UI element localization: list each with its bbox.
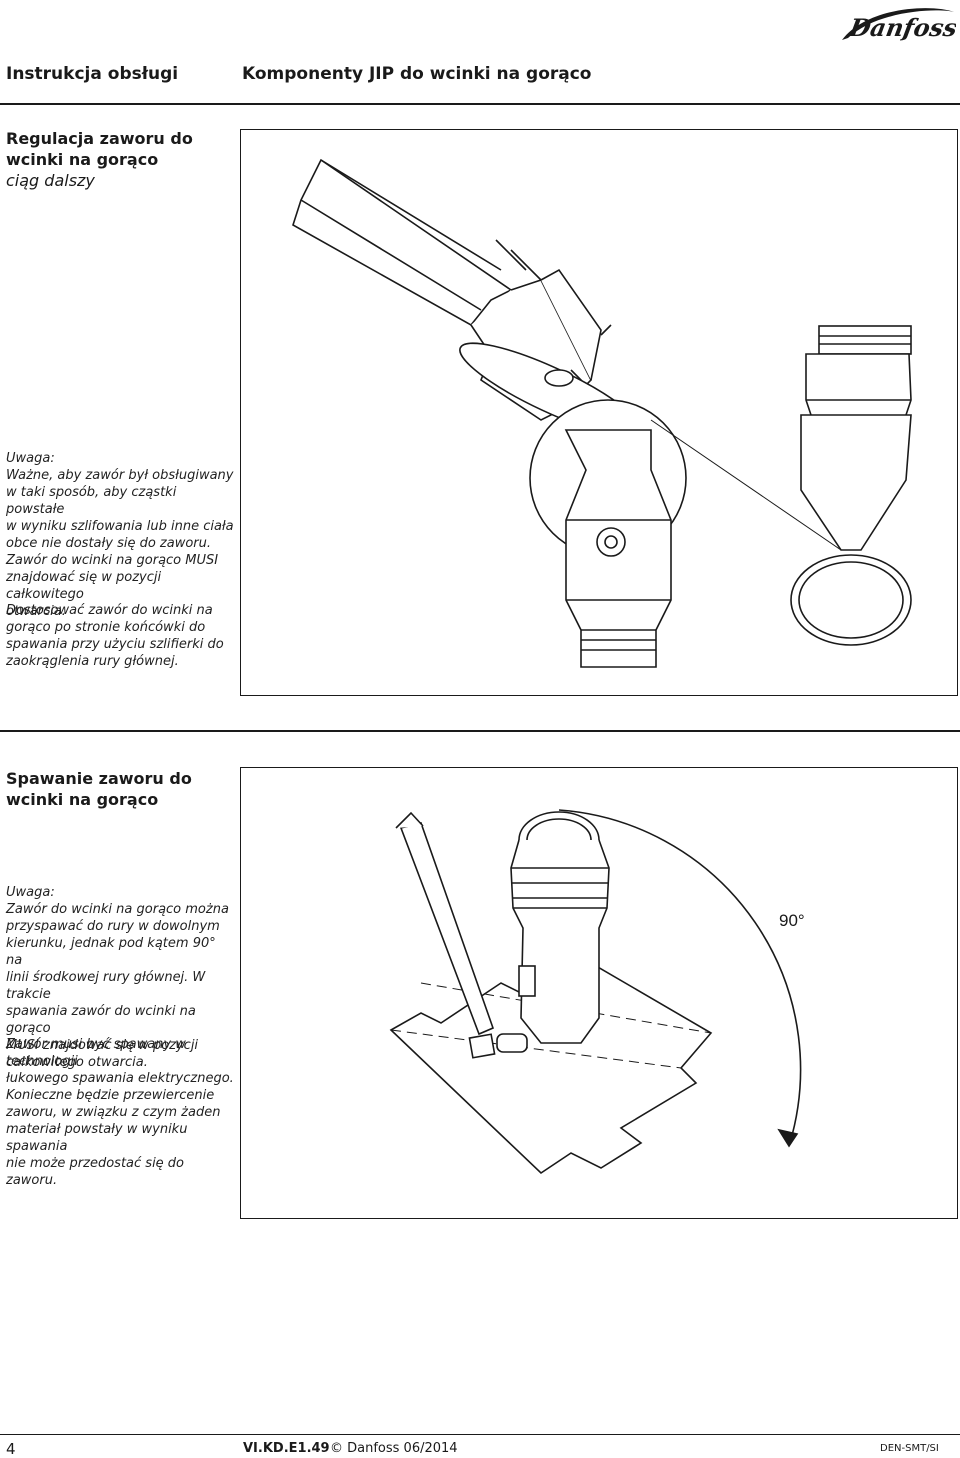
document-title: Komponenty JIP do wcinki na gorąco	[242, 64, 592, 84]
note-line: obce nie dostały się do zaworu.	[6, 536, 212, 551]
welding-figure: 90°	[240, 767, 958, 1219]
svg-text:Danfoss: Danfoss	[846, 13, 956, 42]
note-line: przyspawać do rury w dowolnym	[6, 919, 220, 934]
note-line: całkowitego otwarcia.	[6, 1055, 148, 1070]
section1-title-line: wcinki na gorąco	[6, 150, 159, 169]
instruction-line: zaworu, w związku z czym żaden	[6, 1105, 221, 1120]
note-line: Uwaga:	[6, 885, 55, 900]
section1-subtitle: ciąg dalszy	[6, 171, 95, 190]
copyright: © Danfoss 06/2014	[330, 1441, 458, 1456]
section1-note: Uwaga: Ważne, aby zawór był obsługiwany …	[6, 450, 234, 620]
section2-instruction: Zawór musi być spawany w technologii łuk…	[6, 1036, 234, 1189]
note-line: w wyniku szlifowania lub inne ciała	[6, 519, 234, 534]
note-line: linii środkowej rury głównej. W trakcie	[6, 970, 206, 1002]
note-line: kierunku, jednak pod kątem 90° na	[6, 936, 216, 968]
header-rule	[0, 103, 960, 105]
section2-note: Uwaga: Zawór do wcinki na gorąco można p…	[6, 884, 234, 1071]
section1-instruction: Dostosować zawór do wcinki na gorąco po …	[6, 602, 234, 670]
welding-illustration: 90°	[389, 809, 805, 1175]
section-rule	[0, 730, 960, 732]
section2-title-line: wcinki na gorąco	[6, 790, 159, 809]
manual-title: Instrukcja obsługi	[6, 64, 179, 84]
grinder-valve-illustration	[292, 158, 912, 668]
instruction-line: Zawór musi być spawany w technologii	[6, 1037, 186, 1069]
note-line: Zawór do wcinki na gorąco można	[6, 902, 229, 917]
instruction-line: zaokrąglenia rury głównej.	[6, 654, 179, 669]
note-line: znajdować się w pozycji całkowitego	[6, 570, 162, 602]
instruction-line: Konieczne będzie przewiercenie	[6, 1088, 215, 1103]
note-line: otwarcia.	[6, 604, 66, 619]
grinding-figure	[240, 129, 958, 696]
note-line: w taki sposób, aby cząstki powstałe	[6, 485, 177, 517]
instruction-line: materiał powstały w wyniku spawania	[6, 1122, 188, 1154]
section2-title-line: Spawanie zaworu do	[6, 769, 192, 788]
note-line: Uwaga:	[6, 451, 55, 466]
note-line: MUSI znajdować się w pozycji	[6, 1038, 199, 1053]
instruction-line: nie może przedostać się do zaworu.	[6, 1156, 185, 1188]
document-code: VI.KD.E1.49	[243, 1441, 330, 1456]
section2-heading: Spawanie zaworu do wcinki na gorąco	[6, 768, 192, 810]
section1-heading: Regulacja zaworu do wcinki na gorąco cią…	[6, 128, 193, 191]
angle-label: 90°	[779, 911, 805, 930]
department-code: DEN-SMT/SI	[880, 1443, 939, 1454]
note-line: spawania zawór do wcinki na gorąco	[6, 1004, 196, 1036]
section1-title-line: Regulacja zaworu do	[6, 129, 193, 148]
page-number: 4	[6, 1440, 16, 1458]
note-line: Zawór do wcinki na gorąco MUSI	[6, 553, 219, 568]
instruction-line: Dostosować zawór do wcinki na	[6, 603, 213, 618]
danfoss-logo: Danfoss	[842, 8, 956, 42]
note-line: Ważne, aby zawór był obsługiwany	[6, 468, 234, 483]
instruction-line: gorąco po stronie końcówki do	[6, 620, 206, 635]
footer-rule	[0, 1434, 960, 1435]
instruction-line: łukowego spawania elektrycznego.	[6, 1071, 234, 1086]
instruction-line: spawania przy użyciu szlifierki do	[6, 637, 224, 652]
